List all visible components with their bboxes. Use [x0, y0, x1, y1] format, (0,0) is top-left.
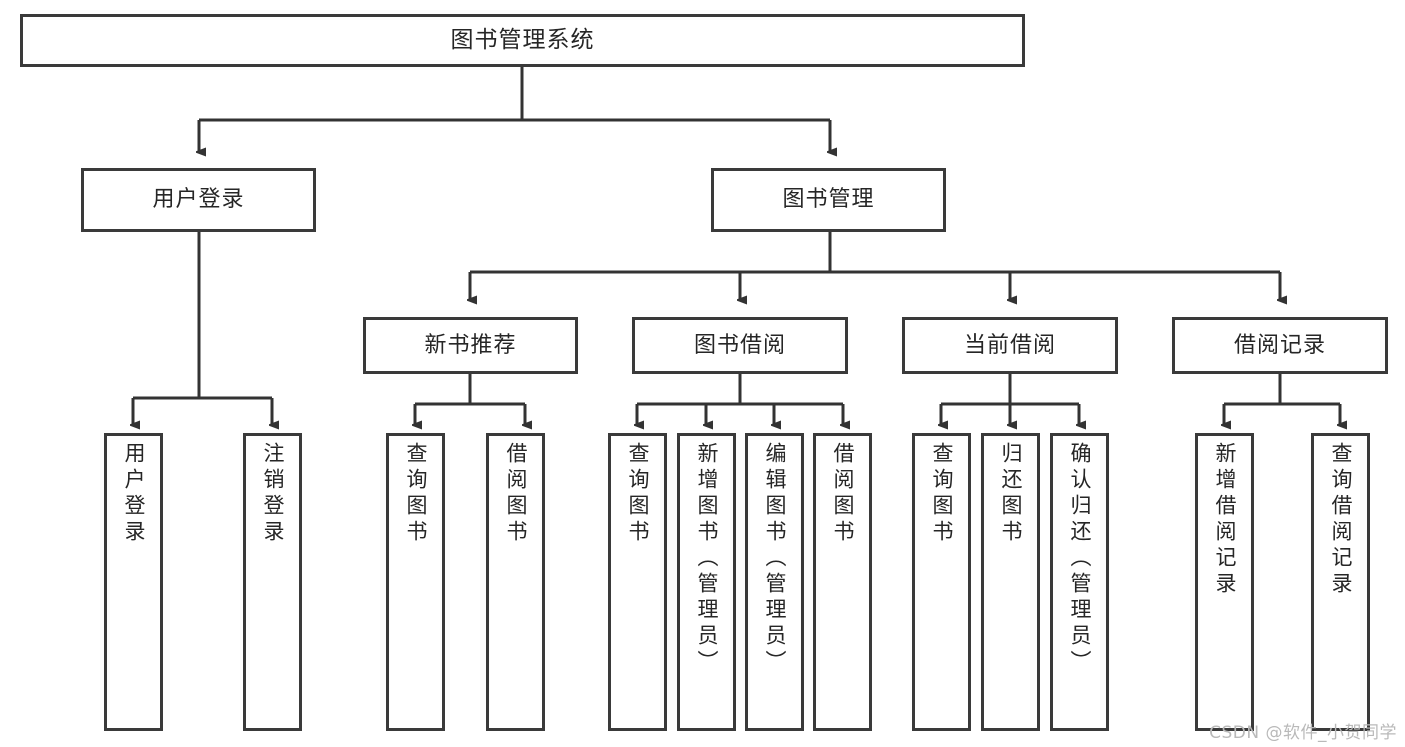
node-label: 当前借阅 — [963, 332, 1056, 358]
node-user-login[interactable]: 用户登录 — [81, 168, 316, 232]
node-label: 新增借阅记录 — [1213, 442, 1237, 598]
node-label: 查询图书 — [930, 442, 954, 546]
node-label: 归还图书 — [999, 442, 1023, 546]
node-label: 用户登录 — [122, 442, 146, 546]
node-current-borrow[interactable]: 当前借阅 — [902, 317, 1118, 374]
node-label: 查询图书 — [404, 442, 428, 546]
leaf-edit-book-admin[interactable]: 编辑图书（管理员） — [745, 433, 804, 731]
node-book-management[interactable]: 图书管理 — [711, 168, 946, 232]
node-label: 借阅记录 — [1233, 332, 1326, 358]
node-book-borrow[interactable]: 图书借阅 — [632, 317, 848, 374]
node-label: 新书推荐 — [424, 332, 517, 358]
leaf-query-book-current[interactable]: 查询图书 — [912, 433, 971, 731]
node-root-library-system[interactable]: 图书管理系统 — [20, 14, 1025, 67]
node-label: 图书管理系统 — [450, 27, 595, 54]
leaf-return-book[interactable]: 归还图书 — [981, 433, 1040, 731]
node-borrow-record[interactable]: 借阅记录 — [1172, 317, 1388, 374]
leaf-user-login[interactable]: 用户登录 — [104, 433, 163, 731]
node-label: 借阅图书 — [504, 442, 528, 546]
leaf-add-book-admin[interactable]: 新增图书（管理员） — [677, 433, 736, 731]
leaf-confirm-return-admin[interactable]: 确认归还（管理员） — [1050, 433, 1109, 731]
leaf-query-borrow-record[interactable]: 查询借阅记录 — [1311, 433, 1370, 731]
watermark-text: CSDN @软件_小贺同学 — [1209, 723, 1397, 743]
leaf-borrow-book[interactable]: 借阅图书 — [813, 433, 872, 731]
node-label: 查询借阅记录 — [1329, 442, 1353, 598]
leaf-add-borrow-record[interactable]: 新增借阅记录 — [1195, 433, 1254, 731]
node-label: 确认归还（管理员） — [1068, 442, 1092, 676]
leaf-query-book-borrow[interactable]: 查询图书 — [608, 433, 667, 731]
node-label: 用户登录 — [152, 187, 245, 213]
node-label: 图书管理 — [782, 187, 875, 213]
node-new-book-recommend[interactable]: 新书推荐 — [363, 317, 578, 374]
node-label: 借阅图书 — [831, 442, 855, 546]
node-label: 查询图书 — [626, 442, 650, 546]
node-label: 编辑图书（管理员） — [763, 442, 787, 676]
node-label: 新增图书（管理员） — [695, 442, 719, 676]
node-label: 图书借阅 — [693, 332, 786, 358]
leaf-logout-login[interactable]: 注销登录 — [243, 433, 302, 731]
node-label: 注销登录 — [261, 442, 285, 546]
leaf-query-book-recommend[interactable]: 查询图书 — [386, 433, 445, 731]
leaf-borrow-book-recommend[interactable]: 借阅图书 — [486, 433, 545, 731]
